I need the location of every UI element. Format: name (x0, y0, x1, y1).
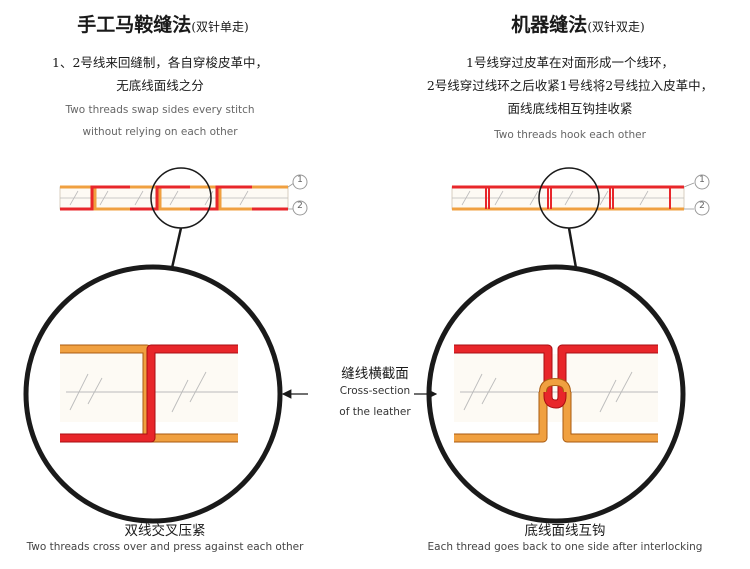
right-cross-section (426, 264, 686, 524)
right-desc-zh-2: 2号线穿过线环之后收紧1号线将2号线拉入皮革中， (426, 78, 714, 93)
marker-2-icon (694, 200, 710, 216)
left-marker-1-label: 1 (297, 175, 303, 185)
cross-section-label-zh: 缝线横截面 (341, 366, 409, 382)
right-title-sub: (双针双走) (587, 20, 645, 34)
left-caption-zh: 双线交叉压紧 (124, 523, 206, 539)
right-markers (683, 174, 710, 216)
cross-section-label-en-2: of the leather (339, 406, 411, 418)
right-marker-2-label: 2 (699, 201, 705, 211)
right-desc-zh-3: 面线底线相互钩挂收紧 (507, 101, 633, 116)
right-caption-en: Each thread goes back to one side after … (427, 541, 703, 553)
cross-section-label-en-1: Cross-section (339, 385, 411, 397)
left-marker-2-label: 2 (297, 201, 303, 211)
marker-1-icon (292, 174, 308, 190)
right-desc-en-1: Two threads hook each other (494, 129, 646, 141)
left-markers (287, 174, 308, 216)
right-leather-strip (451, 185, 685, 211)
right-zoom-connector (567, 227, 578, 269)
left-title-sub: (双针单走) (191, 20, 249, 34)
marker-2-icon (292, 200, 308, 216)
left-title: 手工马鞍缝法(双针单走) (77, 14, 249, 36)
left-desc-zh-2: 无底线面线之分 (116, 78, 204, 93)
right-title: 机器缝法(双针双走) (511, 14, 645, 36)
left-desc-zh-1: 1、2号线来回缝制，各自穿梭皮革中， (52, 55, 268, 70)
left-desc-en-1: Two threads swap sides every stitch (65, 104, 255, 116)
left-leather-strip (59, 185, 289, 211)
right-marker-1-label: 1 (699, 175, 705, 185)
left-zoom-connector (170, 227, 183, 269)
marker-1-icon (694, 174, 710, 190)
left-caption-en: Two threads cross over and press against… (26, 541, 304, 553)
left-desc-en-2: without relying on each other (82, 126, 238, 138)
right-desc-zh-1: 1号线穿过皮革在对面形成一个线环， (466, 55, 674, 70)
right-caption-zh: 底线面线互钩 (524, 523, 606, 539)
left-cross-section (23, 264, 283, 524)
